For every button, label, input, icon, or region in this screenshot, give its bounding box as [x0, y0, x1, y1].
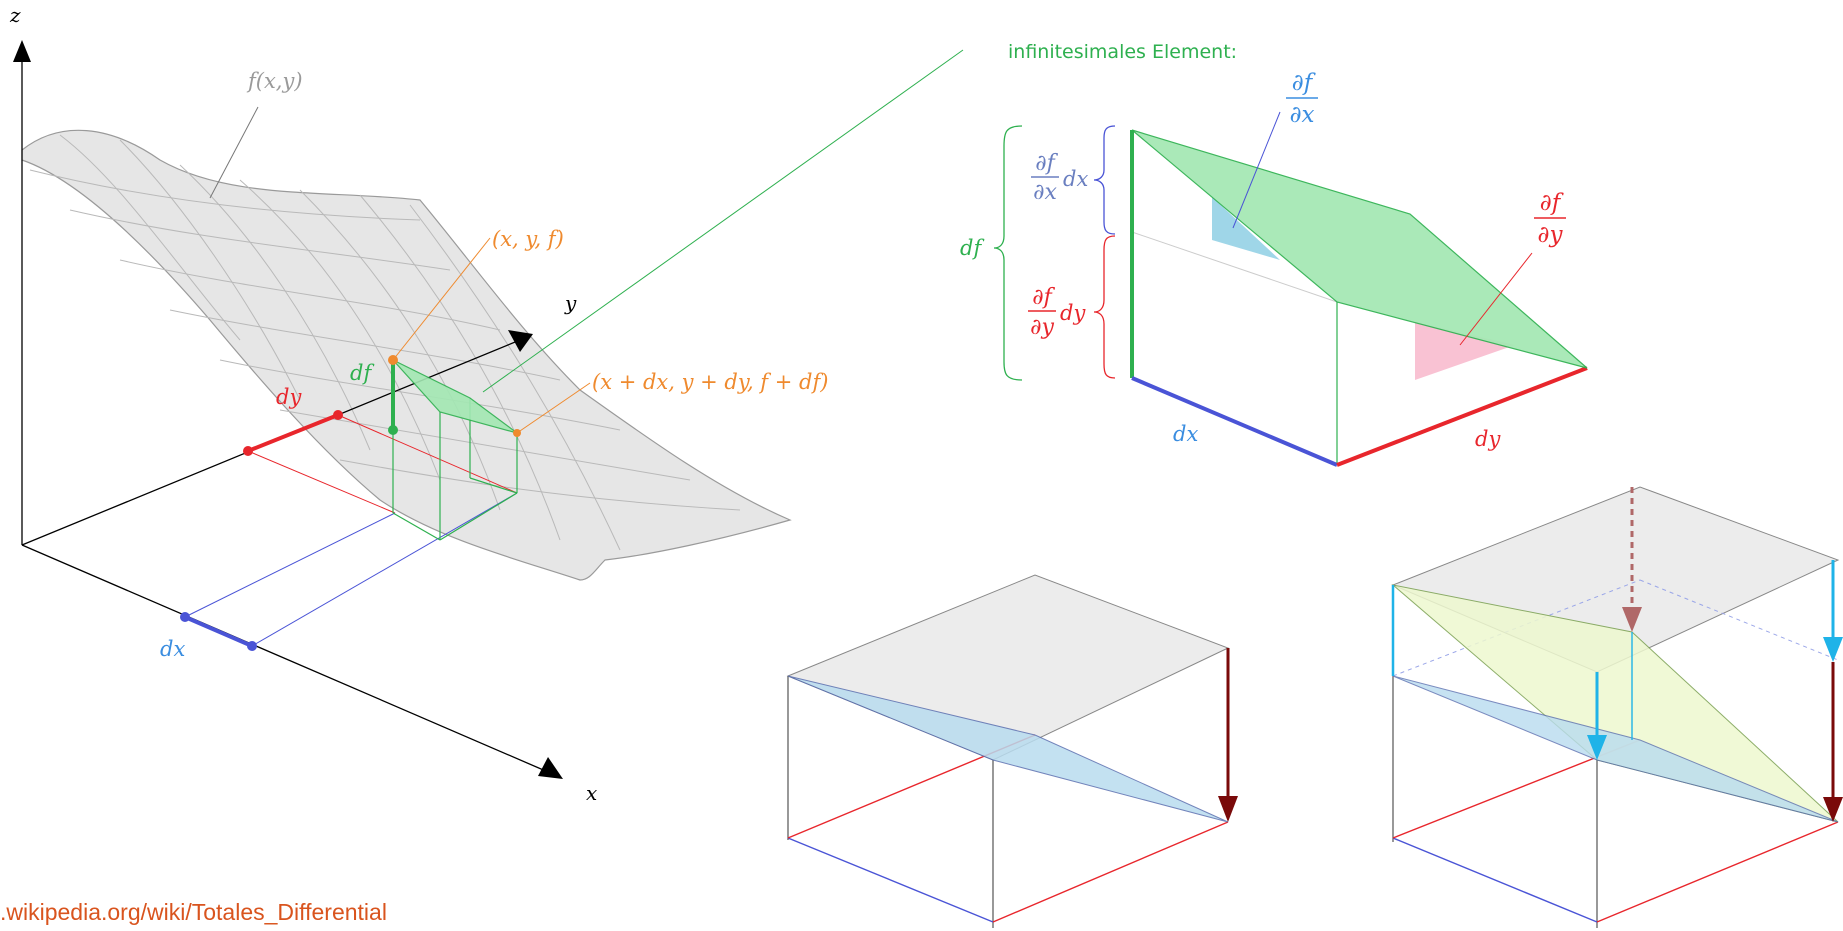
point-leader [392, 237, 491, 361]
pdy-bottom: ∂y [1538, 222, 1564, 248]
dfdy-triangle [1415, 322, 1515, 380]
element-detail: infinitesimales Element: dx dy ∂f ∂x ∂f … [960, 41, 1588, 467]
elem-dy-label: dy [1475, 427, 1501, 451]
brace-dy-suffix: dy [1060, 301, 1086, 325]
blue-proj-1 [184, 512, 396, 618]
z-axis-label: z [9, 3, 21, 27]
element-title: infinitesimales Element: [1008, 41, 1237, 63]
element-prism [392, 398, 518, 541]
dy-label: dy [276, 385, 302, 409]
box2-darkred-arrowhead [1823, 797, 1843, 822]
dfdx-triangle [1212, 197, 1280, 260]
dy-point-1 [243, 446, 253, 456]
brace-dx-bottom: ∂x [1033, 180, 1057, 205]
source-url[interactable]: .wikipedia.org/wiki/Totales_Differential [0, 899, 387, 925]
elem-top-face [1131, 129, 1588, 369]
box2-cyan-arrowhead-2 [1823, 637, 1843, 662]
point2-leader [516, 382, 591, 434]
brace-dy-bottom: ∂y [1030, 315, 1054, 340]
main-plot: z y x f(x,y) (x, y, f) (x + dx, y + dy, … [9, 3, 964, 805]
pdx-top: ∂f [1292, 70, 1316, 96]
dfdx-leader [1232, 111, 1281, 229]
x-axis-arrowhead [538, 757, 563, 779]
box2-dashed-arrowhead [1622, 607, 1642, 632]
box2-blue-plane [1392, 675, 1839, 823]
box2-cyan-arrowhead-1 [1587, 735, 1607, 760]
red-proj-2 [337, 414, 518, 494]
x-axis [21, 544, 556, 776]
box2-blue-bottom [1392, 837, 1598, 923]
y-axis-label: y [564, 291, 577, 315]
dx-label: dx [160, 637, 185, 661]
df-label: df [350, 361, 374, 385]
elem-dx-edge [1131, 376, 1338, 467]
zoom-leader [482, 49, 964, 393]
point2-label: (x + dx, y + dy, f + df) [592, 370, 828, 394]
dfdy-leader [1459, 252, 1533, 346]
x-axis-label: x [586, 781, 597, 805]
dy-segment [247, 413, 339, 453]
surface-leader [209, 106, 259, 199]
surface-grid [29, 134, 741, 551]
box2-red-bottom [1596, 821, 1839, 923]
pdy-fraction: ∂f ∂y [1534, 190, 1566, 248]
pdx-bottom: ∂x [1290, 102, 1315, 128]
dy-point-2 [333, 410, 343, 420]
elem-dy-edge [1336, 366, 1588, 467]
box2-dashed-2 [1639, 579, 1839, 661]
brace-dx-suffix: dx [1063, 167, 1088, 191]
elem-dx-label: dx [1173, 422, 1198, 446]
elem-back-edge [1131, 231, 1338, 303]
pdx-fraction: ∂f ∂x [1286, 70, 1318, 128]
box-two-planes [1391, 486, 1843, 928]
box1-blue-bottom [787, 837, 994, 923]
brace-dy-top: ∂f [1032, 285, 1055, 310]
dx-point-1 [180, 612, 190, 622]
blue-proj-2 [251, 492, 518, 647]
surface-label: f(x,y) [246, 69, 303, 93]
pdy-top: ∂f [1540, 190, 1564, 216]
red-proj-1 [247, 450, 396, 514]
brace-dfdx [1093, 125, 1116, 235]
elem-df-label: df [960, 236, 984, 260]
brace-dx-top: ∂f [1035, 151, 1058, 176]
surface-fxy [21, 129, 792, 581]
brace-df [993, 125, 1023, 381]
y-axis-arrowhead [508, 330, 533, 352]
dx-point-2 [247, 641, 257, 651]
brace-dfdy [1093, 235, 1116, 379]
df-point-bottom [388, 425, 398, 435]
brace-dx-term: ∂f ∂x dx [1031, 151, 1088, 205]
brace-dy-term: ∂f ∂y dy [1028, 285, 1086, 340]
dx-segment [184, 615, 253, 648]
point-label: (x, y, f) [492, 227, 564, 251]
box1-red-bottom [992, 821, 1229, 923]
z-axis-arrowhead [13, 40, 31, 62]
box1-arrowhead [1218, 796, 1238, 822]
box-single-plane [786, 574, 1238, 928]
